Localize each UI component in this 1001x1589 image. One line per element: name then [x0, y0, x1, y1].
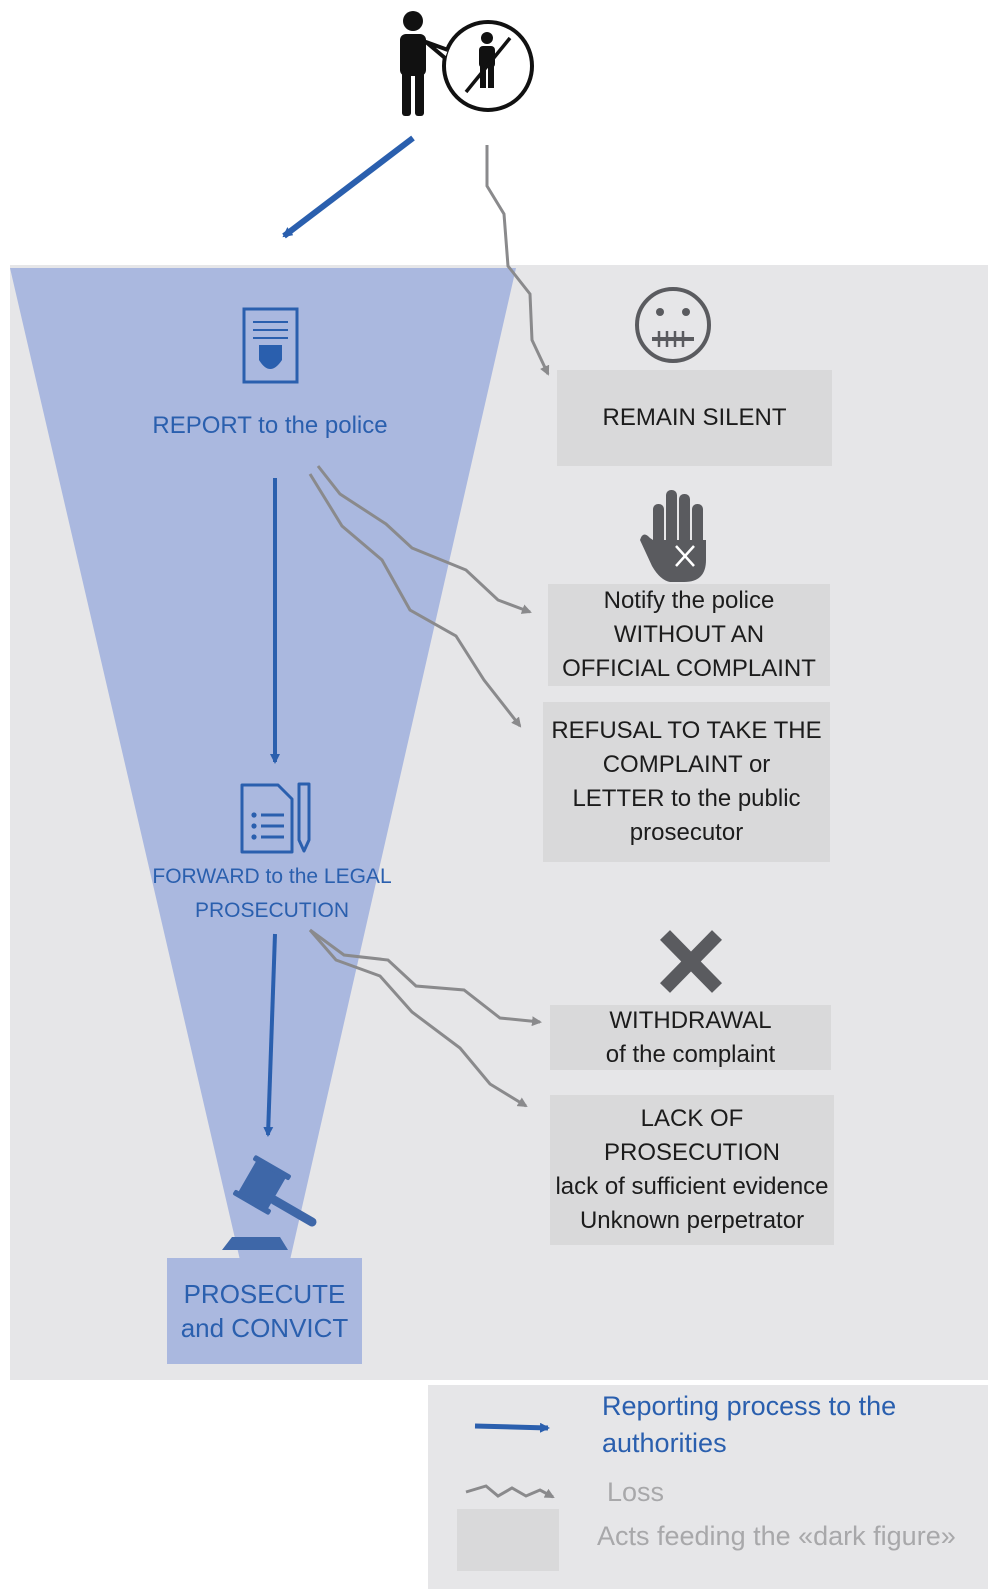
remain-silent-box: REMAIN SILENT: [557, 370, 832, 466]
gavel-icon: [222, 1155, 317, 1250]
refusal-box: REFUSAL TO TAKE THE COMPLAINT or LETTER …: [543, 702, 830, 862]
notify-line2: WITHOUT AN: [613, 621, 765, 648]
notify-police-box: Notify the police WITHOUT AN OFFICIAL CO…: [548, 584, 830, 686]
legend-loss-label: Loss: [607, 1477, 665, 1507]
refusal-line1: REFUSAL TO TAKE THE: [551, 717, 822, 744]
forward-to-prosecute-arrow: [263, 933, 277, 1137]
prosecute-line2: and CONVICT: [180, 1313, 349, 1343]
withdrawal-line1: WITHDRAWAL: [609, 1006, 772, 1034]
lack-line2: lack of sufficient evidence: [555, 1173, 829, 1200]
speech-bubble-child-crossed-icon: [424, 20, 534, 112]
withdrawal-line2: of the complaint: [605, 1040, 776, 1068]
loss-arrow-silent: [485, 145, 550, 376]
loss-arrow-lack: [308, 929, 528, 1108]
prosecute-box: PROSECUTE and CONVICT: [167, 1258, 362, 1364]
lack-line1: LACK OF PROSECUTION: [603, 1105, 780, 1166]
legend-reporting-label: Reporting process to the authorities: [602, 1388, 896, 1462]
report-label: REPORT to the police: [152, 412, 388, 439]
legend-acts-label: Acts feeding the «dark figure»: [597, 1521, 956, 1551]
silent-face-icon: [635, 287, 711, 363]
prosecute-line1: PROSECUTE: [183, 1279, 346, 1309]
remain-silent-label: REMAIN SILENT: [602, 404, 787, 431]
lack-line3: Unknown perpetrator: [579, 1207, 805, 1234]
forward-label-line1: FORWARD to the LEGAL: [152, 865, 392, 888]
withdrawal-box: WITHDRAWAL of the complaint: [550, 1005, 831, 1070]
forward-label: FORWARD to the LEGAL PROSECUTION: [120, 860, 424, 928]
reporting-funnel: [10, 268, 516, 1260]
stop-hand-icon: [640, 490, 706, 582]
document-pencil-icon: [240, 782, 311, 854]
notify-line3: OFFICIAL COMPLAINT: [562, 655, 816, 682]
loss-arrow-notify: [316, 465, 532, 614]
legend-blue-arrow-icon: [474, 1422, 550, 1433]
legend-gray-swatch: [457, 1509, 559, 1571]
loss-arrow-refusal: [308, 473, 522, 728]
notify-line1: Notify the police: [603, 587, 775, 614]
cross-icon: [660, 930, 722, 993]
police-report-icon: [242, 307, 299, 384]
forward-label-line2: PROSECUTION: [194, 899, 349, 922]
refusal-line4: prosecutor: [629, 819, 744, 846]
loss-arrow-withdrawal: [309, 928, 542, 1027]
refusal-line2: COMPLAINT or: [602, 751, 771, 778]
legend-loss-arrow-icon: [465, 1484, 555, 1499]
legend-reporting-line2: authorities: [602, 1428, 727, 1458]
lack-prosecution-box: LACK OF PROSECUTION lack of sufficient e…: [550, 1095, 834, 1245]
person-icon: [400, 11, 426, 116]
report-arrow: [282, 135, 415, 239]
refusal-line3: LETTER to the public: [572, 785, 801, 812]
legend-reporting-line1: Reporting process to the: [602, 1391, 897, 1421]
